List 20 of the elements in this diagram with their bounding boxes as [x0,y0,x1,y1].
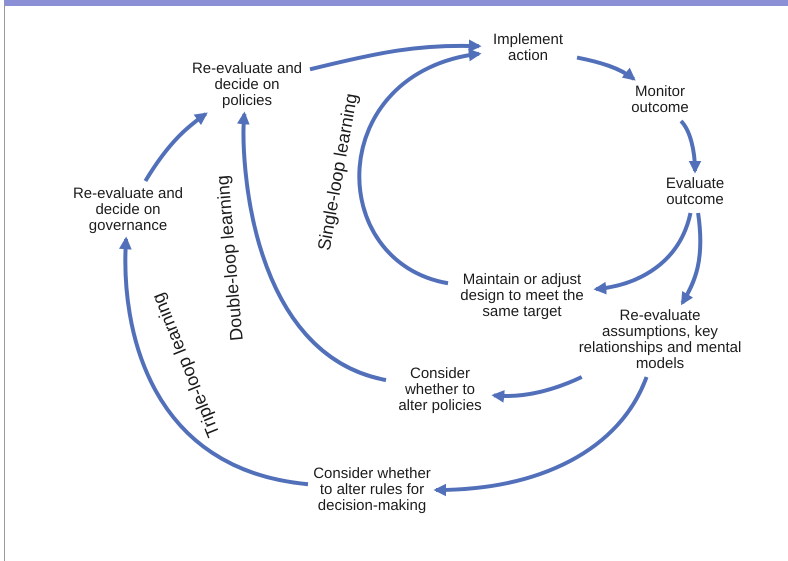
step-text: Re-evaluate and decide on governance [72,186,184,234]
step-text: Monitor outcome [630,84,690,116]
step-text: Consider whether to alter rules for decision-making [312,466,432,514]
arrow [358,50,482,286]
step-text: Evaluate outcome [664,176,726,208]
arrow [119,236,308,486]
step-text: Implement action [492,32,564,64]
arrow [593,212,692,294]
arrow [576,56,636,81]
arrow [237,111,387,382]
arrow [310,40,482,72]
arrow [433,376,648,496]
edge-label: Single-loop learning [314,92,362,252]
step-text: Consider whether to alter policies [397,366,483,414]
arrow [680,212,702,306]
step-text: Re-evaluate and decide on policies [190,61,304,109]
arrow [144,112,208,182]
edge-label: Double-loop learning [212,174,248,342]
arrow [491,375,583,403]
arrow [680,120,702,174]
